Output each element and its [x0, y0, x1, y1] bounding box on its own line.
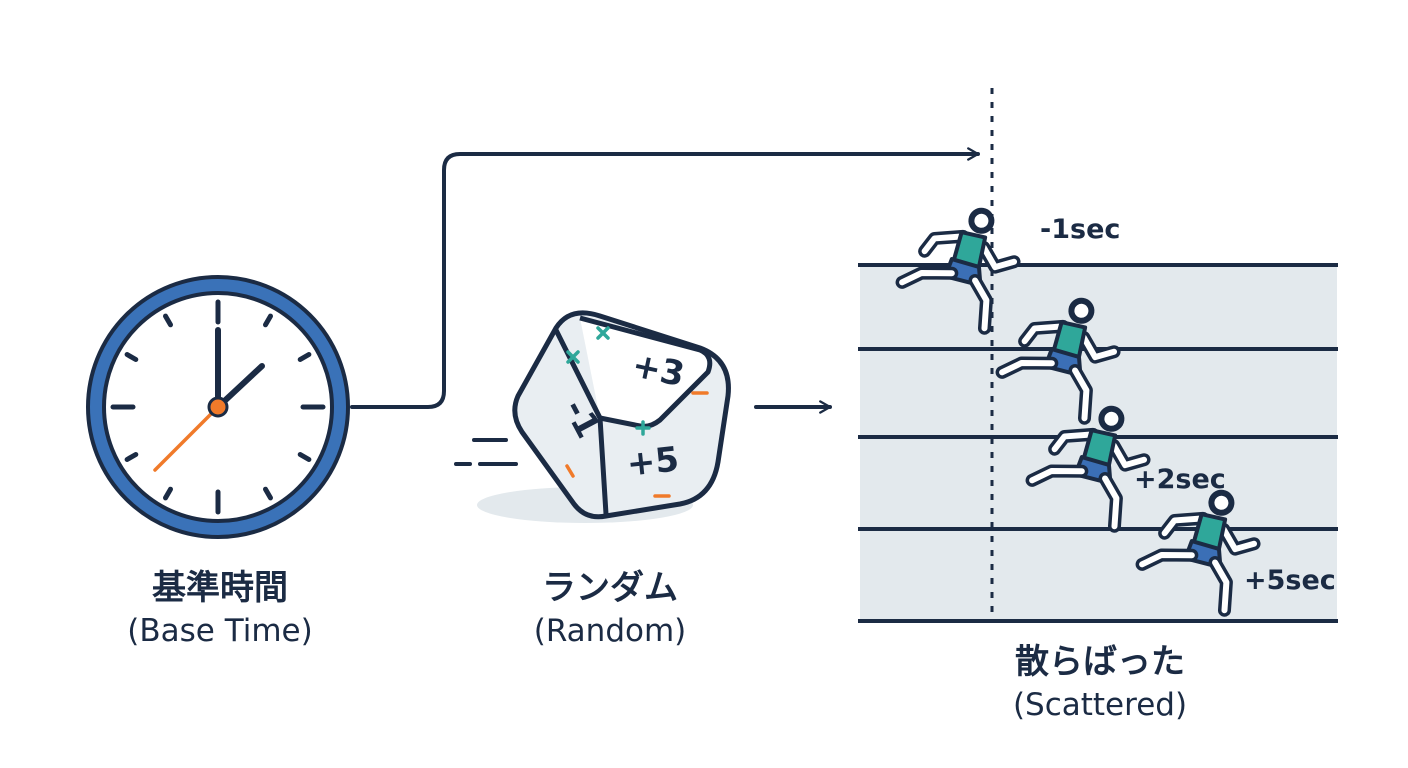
offset-label-plus-5: +5sec	[1244, 565, 1336, 596]
random-label: ランダム (Random)	[460, 566, 760, 652]
clock-icon	[86, 275, 350, 539]
base-time-arrow	[350, 147, 980, 409]
scattered-label-jp: 散らばった	[1015, 642, 1185, 682]
dice-icon: +3 +5 -1	[454, 310, 731, 523]
offset-label-minus-1: -1sec	[1040, 214, 1121, 245]
lane-2	[860, 350, 1337, 436]
minus-mark-icon	[565, 391, 709, 498]
scattered-label-en: (Scattered)	[1012, 687, 1188, 723]
random-label-jp: ランダム	[542, 568, 678, 608]
base-time-label: 基準時間 (Base Time)	[60, 566, 380, 652]
base-time-label-en: (Base Time)	[127, 613, 313, 649]
offset-label-plus-2: +2sec	[1134, 464, 1226, 495]
dice-face-front: +5	[625, 439, 681, 484]
plus-mark-icon	[566, 326, 651, 436]
base-time-label-jp: 基準時間	[152, 568, 288, 608]
random-label-en: (Random)	[533, 613, 687, 649]
scattered-label: 散らばった (Scattered)	[945, 640, 1255, 726]
